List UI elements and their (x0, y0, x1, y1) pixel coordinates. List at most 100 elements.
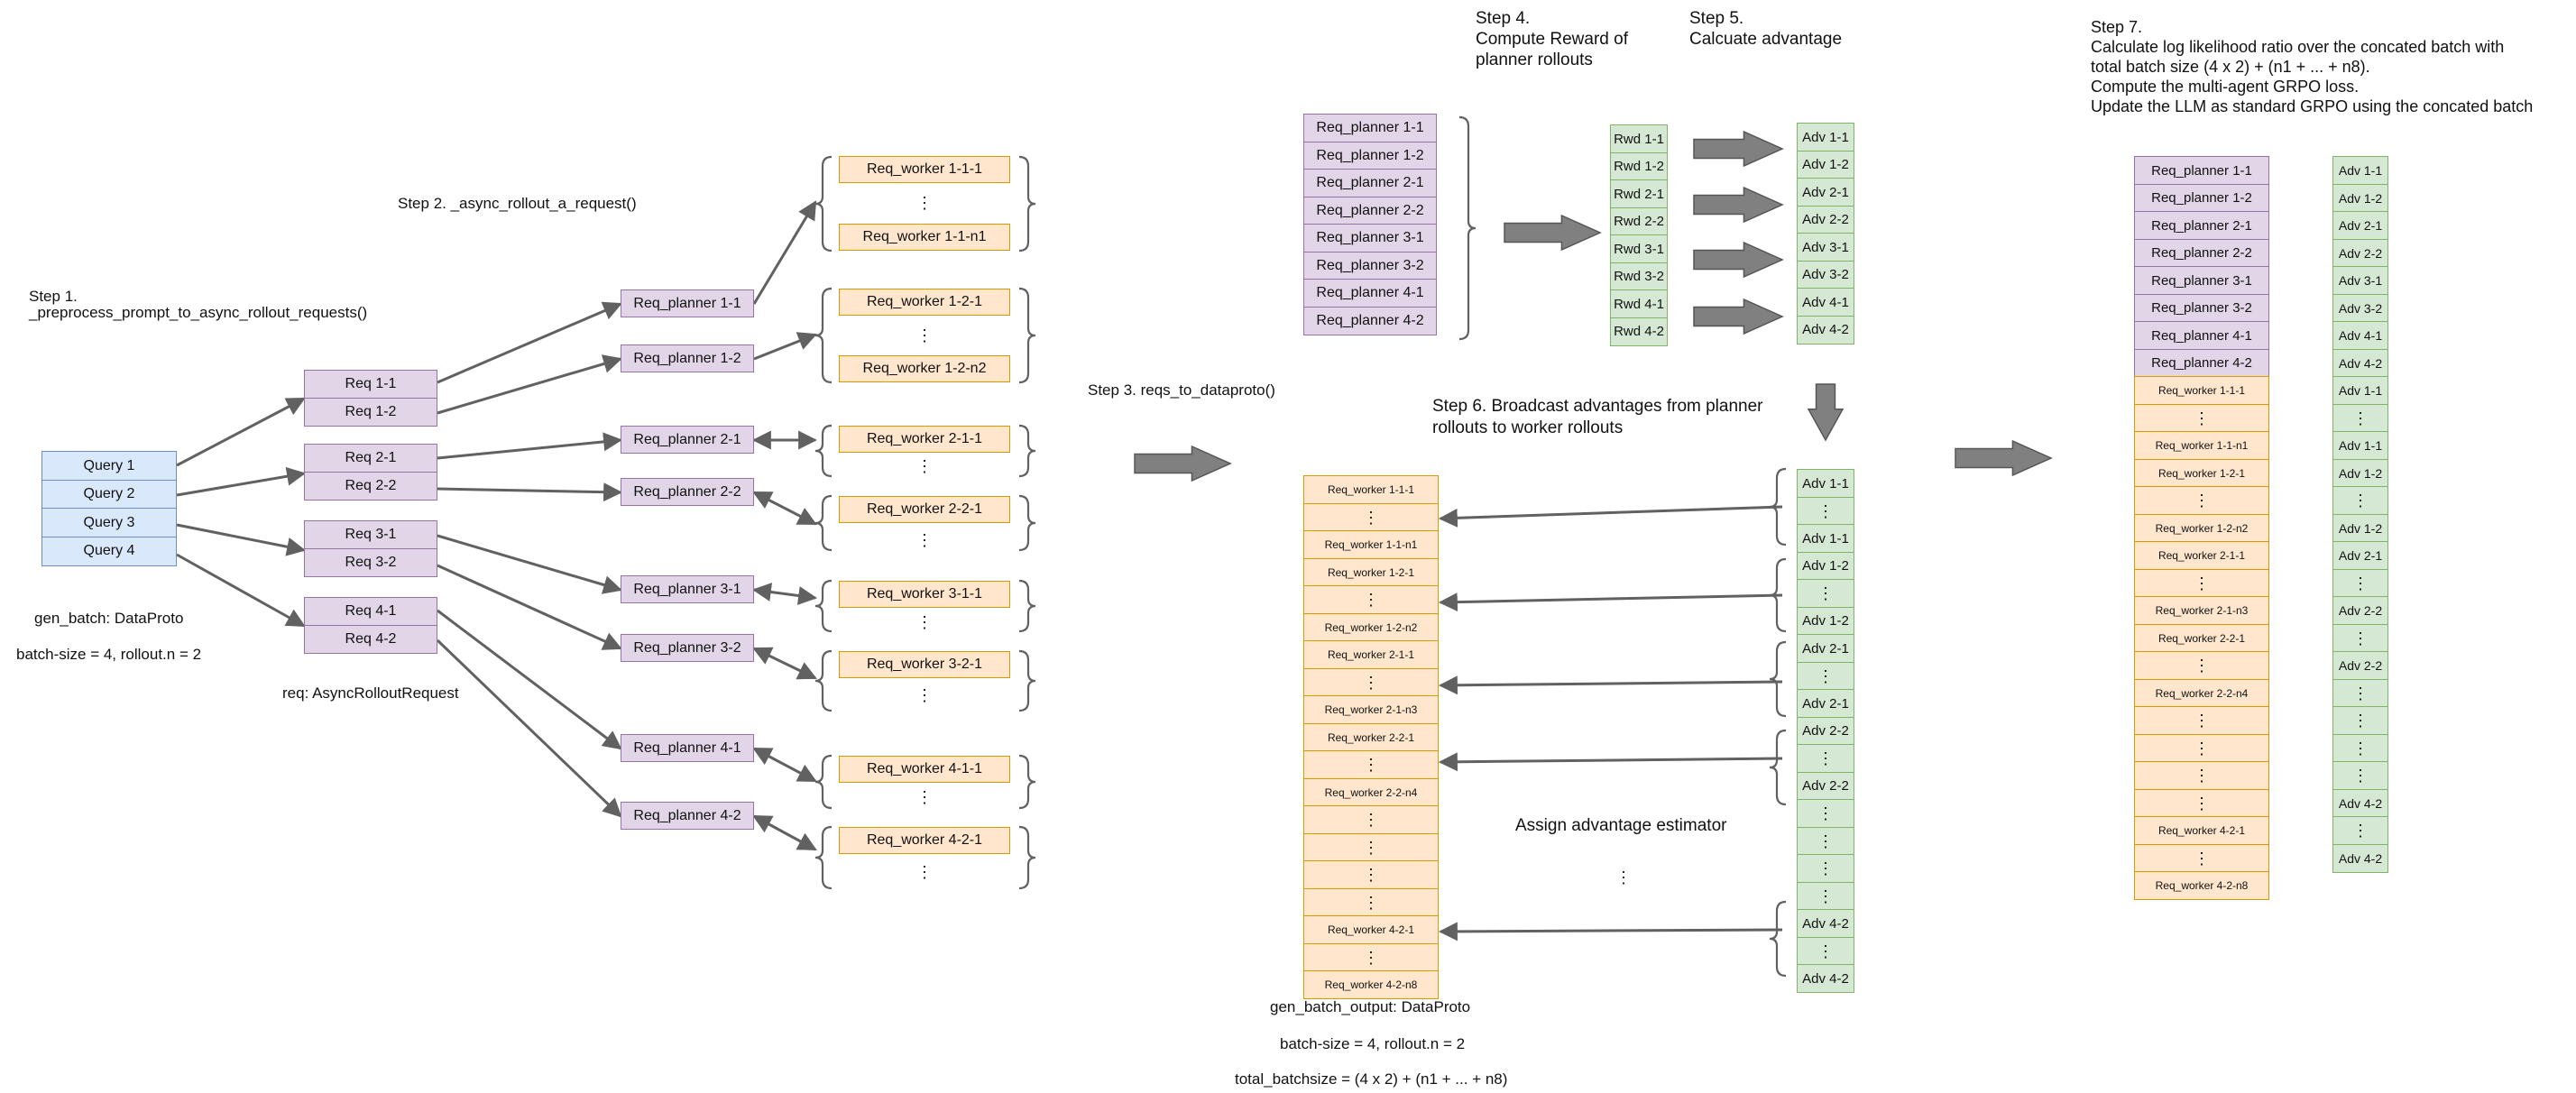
planner-box: Req_planner 1-2 (1303, 141, 1437, 170)
flow-arrow (437, 432, 623, 460)
bracket-left (814, 579, 833, 633)
ellipsis: ⋮ (1303, 832, 1439, 862)
reward-box: Rwd 4-1 (1610, 289, 1668, 318)
block-arrow (1955, 439, 2053, 477)
step6-line2: rollouts to worker rollouts (1432, 418, 1624, 437)
ellipsis: ⋮ (916, 788, 933, 806)
bracket-left (814, 649, 833, 712)
worker-box: Req_worker 4-2-1 (1303, 915, 1439, 944)
ellipsis: ⋮ (916, 686, 933, 704)
advantage-box: Adv 3-1 (2332, 266, 2388, 295)
req-box: Req 2-2 (304, 471, 437, 501)
ellipsis: ⋮ (1797, 661, 1854, 691)
flow-arrow (437, 482, 623, 502)
advantage-box: Adv 2-1 (2332, 211, 2388, 240)
ellipsis: ⋮ (2332, 486, 2388, 515)
bracket-right (1018, 494, 1036, 552)
step4-planner-column: Req_planner 1-1 Req_planner 1-2 Req_plan… (1303, 114, 1437, 335)
ellipsis: ⋮ (2134, 788, 2269, 818)
advantage-box: Adv 4-2 (1797, 964, 1854, 993)
reward-box: Rwd 1-1 (1610, 124, 1668, 153)
advantage-box: Adv 1-2 (2332, 183, 2388, 213)
query-box: Query 2 (41, 479, 177, 510)
planner-box: Req_planner 3-2 (1303, 251, 1437, 280)
advantage-box: Adv 1-1 (2332, 431, 2388, 460)
query-box: Query 1 (41, 451, 177, 481)
flow-arrow (437, 534, 623, 594)
ellipsis: ⋮ (916, 326, 933, 344)
ellipsis: ⋮ (2134, 733, 2269, 763)
worker-box: Req_worker 2-2-1 (2134, 623, 2269, 653)
worker-box: Req_worker 2-1-1 (2134, 541, 2269, 570)
advantage-box: Adv 2-2 (1797, 716, 1854, 746)
worker-box: Req_worker 4-1-1 (839, 756, 1010, 783)
req-group-2: Req 2-1 Req 2-2 (304, 444, 437, 501)
advantage-box: Adv 1-1 (2332, 156, 2388, 185)
flow-arrow (752, 647, 817, 680)
planner-box: Req_planner 2-2 (1303, 196, 1437, 225)
bracket-right (1458, 115, 1477, 341)
ellipsis: ⋮ (2134, 651, 2269, 680)
advantage-box: Adv 2-2 (1797, 205, 1854, 234)
block-arrow (1693, 241, 1784, 279)
advantage-box: Adv 2-1 (1797, 634, 1854, 663)
flow-arrow (176, 397, 306, 467)
ellipsis: ⋮ (2134, 568, 2269, 598)
ellipsis: ⋮ (2134, 706, 2269, 735)
worker-box: Req_worker 2-1-1 (839, 426, 1010, 453)
bracket-right (1018, 649, 1036, 712)
planner-box: Req_planner 4-2 (2134, 348, 2269, 378)
worker-box: Req_worker 4-2-1 (839, 827, 1010, 854)
bracket-left (1769, 900, 1787, 978)
worker-box: Req_worker 2-2-n4 (1303, 777, 1439, 807)
advantage-box: Adv 1-1 (1797, 524, 1854, 553)
mid-worker-column: Req_worker 1-1-1 ⋮ Req_worker 1-1-n1 Req… (1303, 475, 1439, 999)
worker-box: Req_worker 4-2-n8 (2134, 871, 2269, 900)
worker-box: Req_worker 2-2-1 (1303, 722, 1439, 752)
planner-box: Req_planner 4-2 (1303, 306, 1437, 335)
ellipsis: ⋮ (1797, 496, 1854, 526)
broadcast-arrow (1438, 922, 1783, 941)
ellipsis: ⋮ (1615, 868, 1632, 886)
planner-box: Req_planner 1-1 (621, 289, 754, 317)
ellipsis: ⋮ (1797, 854, 1854, 883)
bracket-right (1018, 825, 1036, 890)
reward-column: Rwd 1-1 Rwd 1-2 Rwd 2-1 Rwd 2-2 Rwd 3-1 … (1610, 124, 1668, 346)
ellipsis: ⋮ (1303, 667, 1439, 697)
ellipsis: ⋮ (916, 863, 933, 881)
gen-batch-output-size: batch-size = 4, rollout.n = 2 (1280, 1035, 1466, 1052)
planner-box: Req_planner 1-1 (1303, 114, 1437, 142)
step4-line3: planner rollouts (1476, 51, 1593, 69)
broadcast-arrow (1438, 675, 1783, 695)
bracket-left (1769, 640, 1787, 718)
query-box: Query 4 (41, 536, 177, 566)
bracket-right (1018, 424, 1036, 478)
bracket-left (1769, 467, 1787, 546)
bracket-left (814, 494, 833, 552)
req-box: Req 1-2 (304, 397, 437, 427)
planner-box: Req_planner 3-2 (2134, 293, 2269, 323)
advantage-box: Adv 1-2 (1797, 551, 1854, 581)
ellipsis: ⋮ (916, 613, 933, 631)
advantage-box: Adv 1-1 (1797, 123, 1854, 152)
ellipsis: ⋮ (1797, 936, 1854, 966)
planner-box: Req_planner 1-1 (2134, 156, 2269, 185)
flow-arrow (176, 523, 307, 556)
advantage-box: Adv 1-1 (1797, 469, 1854, 498)
worker-box: Req_worker 1-1-1 (2134, 376, 2269, 405)
assign-advantage-label: Assign advantage estimator (1515, 816, 1727, 835)
flow-arrow (753, 332, 817, 361)
advantage-box: Adv 4-2 (1797, 909, 1854, 938)
req-group-1: Req 1-1 Req 1-2 (304, 370, 437, 427)
advantage-box: Adv 4-2 (2332, 348, 2388, 378)
block-arrow (1693, 298, 1784, 335)
flow-arrow (752, 200, 817, 305)
bracket-right (1018, 287, 1036, 384)
worker-box: Req_worker 1-1-n1 (839, 224, 1010, 251)
ellipsis: ⋮ (2134, 843, 2269, 873)
planner-box: Req_planner 3-2 (621, 634, 754, 662)
ellipsis: ⋮ (2332, 733, 2388, 763)
worker-box: Req_worker 2-2-1 (839, 496, 1010, 523)
ellipsis: ⋮ (2332, 816, 2388, 845)
gen-batch-label: gen_batch: DataProto (34, 610, 184, 627)
